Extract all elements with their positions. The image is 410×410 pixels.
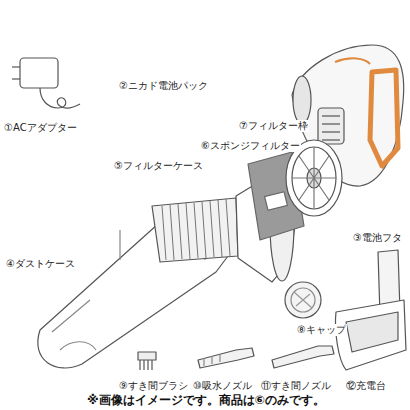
part-label: ②ニカド電池パック	[118, 80, 209, 92]
part-label: ⑦フィルター枠	[238, 120, 309, 132]
gap-nozzle	[272, 346, 334, 368]
ac-adapter	[12, 58, 80, 108]
part-label: ⑤フィルターケース	[113, 160, 204, 172]
water-nozzle	[198, 348, 254, 368]
part-label: ⑪すき間ノズル	[260, 380, 332, 392]
part-label: ⑩吸水ノズル	[192, 380, 253, 392]
cap	[285, 282, 321, 318]
part-label: ⑥スポンジフィルター	[200, 140, 301, 152]
note-text: ※画像はイメージです。商品は⑥のみです。	[0, 394, 410, 408]
part-label: ⑫充電台	[345, 380, 387, 392]
gap-brush	[138, 352, 156, 370]
part-label: ①ACアダプター	[3, 122, 78, 134]
charger-base	[335, 250, 406, 370]
part-label: ③電池フタ	[352, 232, 403, 244]
part-label: ⑨すき間ブラシ	[118, 380, 189, 392]
part-label: ⑧キャップ	[296, 324, 347, 336]
part-label: ④ダストケース	[5, 258, 76, 270]
